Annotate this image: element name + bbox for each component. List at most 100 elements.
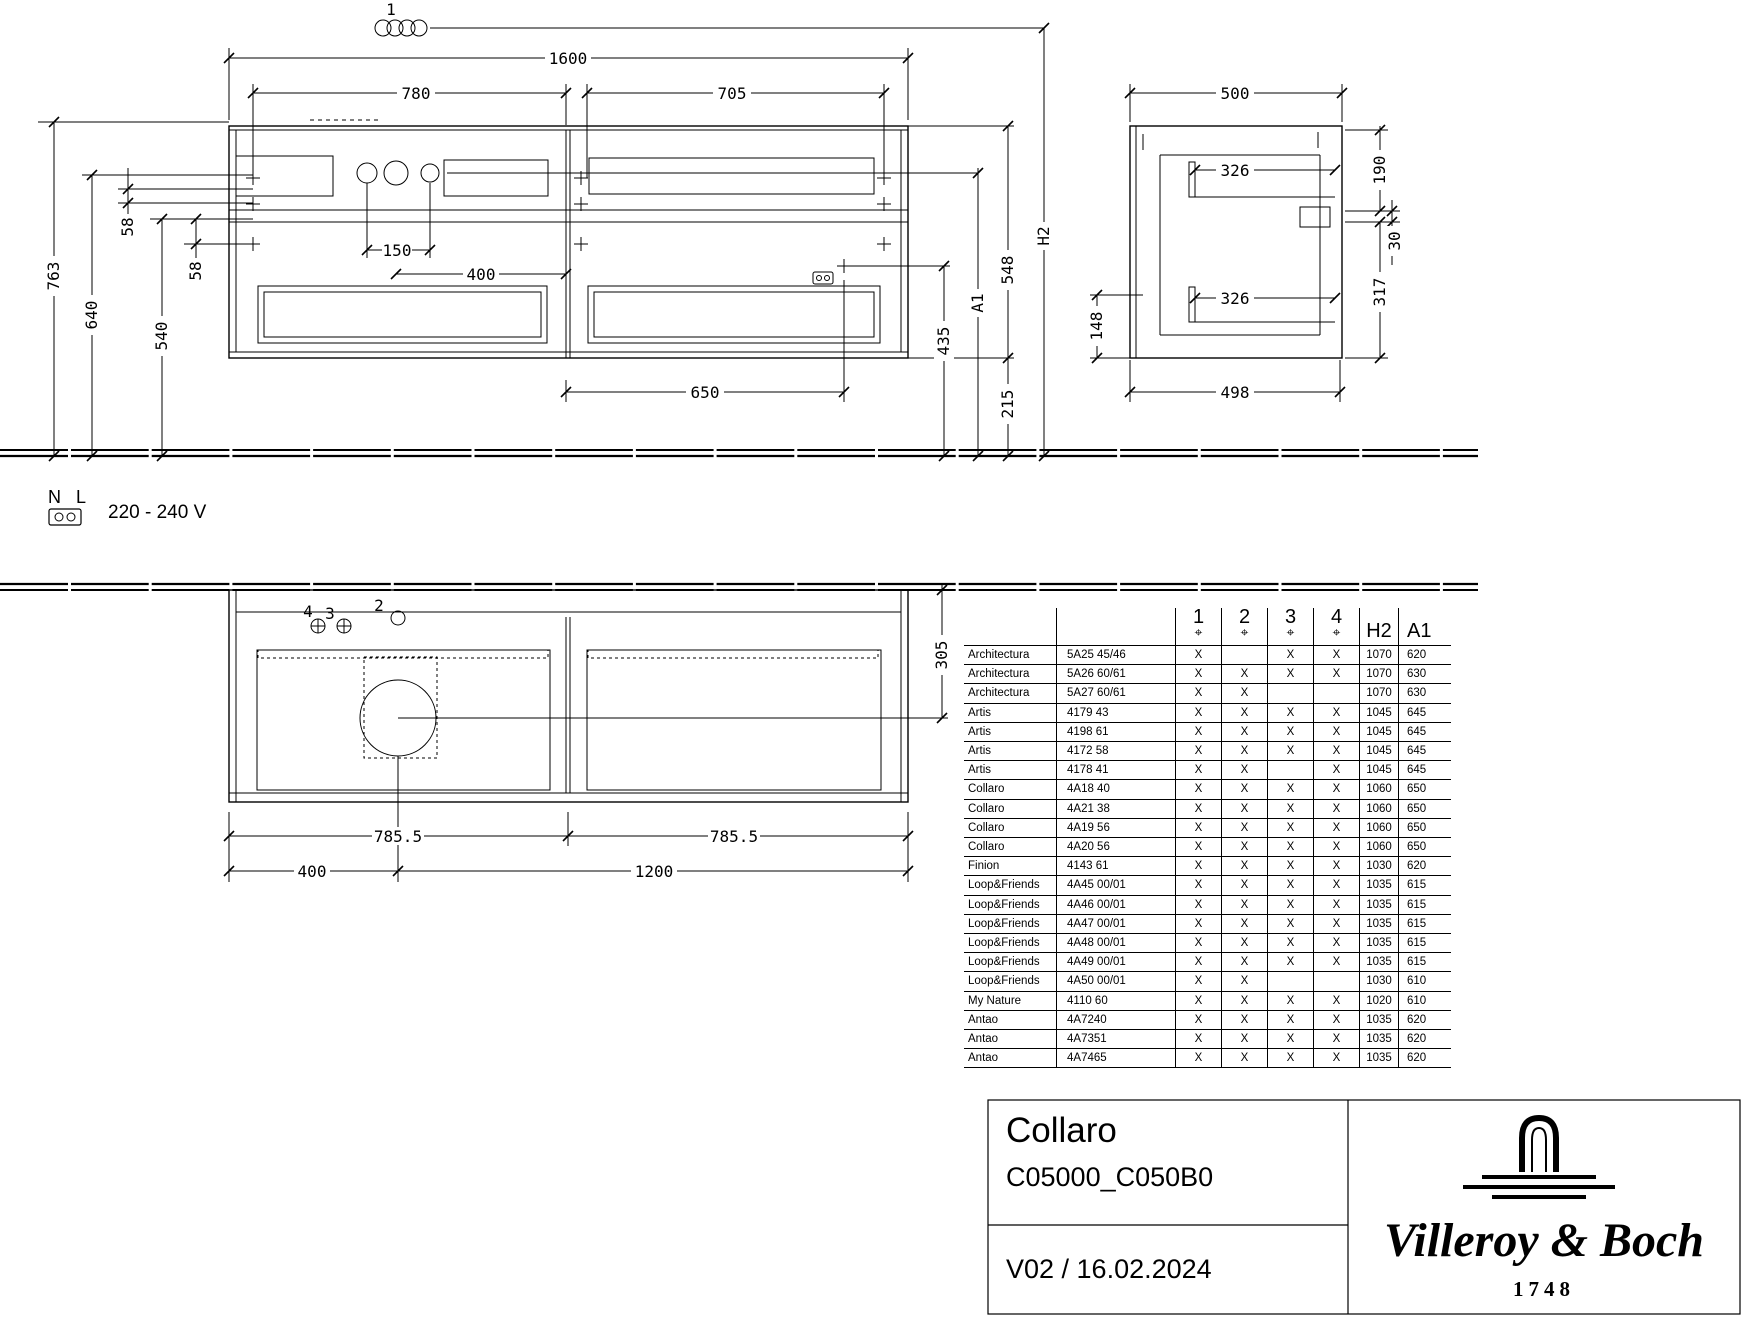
cell-col-2: X — [1221, 991, 1268, 1011]
dim-305: 305 — [932, 641, 951, 670]
cell-col-1: X — [1175, 645, 1222, 666]
cell-col-2: X — [1221, 856, 1268, 877]
table-header-row: 1⌖ 2⌖ 3⌖ 4⌖ H2 A1 — [964, 607, 1451, 646]
header-col-2: 2⌖ — [1221, 607, 1268, 646]
front-dim-ticks — [48, 22, 1050, 462]
cell-col-1: X — [1175, 1010, 1222, 1031]
cell-col-4: X — [1313, 914, 1360, 935]
dim-763: 763 — [44, 262, 63, 291]
cell-col-2: X — [1221, 779, 1268, 800]
cell-code: 4110 60 — [1056, 991, 1176, 1011]
product-name: Collaro — [1006, 1111, 1117, 1150]
cell-a1: 650 — [1398, 818, 1451, 839]
cell-col-4: X — [1313, 703, 1360, 723]
cell-a1: 645 — [1398, 703, 1451, 723]
cell-col-2: X — [1221, 875, 1268, 896]
cell-col-4: X — [1313, 933, 1360, 954]
cell-series: Finion — [964, 856, 1057, 877]
cell-col-4: X — [1313, 779, 1360, 800]
dim-1200: 1200 — [635, 862, 674, 881]
callout-3: 3 — [325, 604, 335, 623]
cell-code: 4A21 38 — [1056, 799, 1176, 819]
cell-series: Loop&Friends — [964, 971, 1057, 992]
cell-col-4: X — [1313, 799, 1360, 819]
header-col-3: 3⌖ — [1267, 607, 1314, 646]
cell-code: 4A7240 — [1056, 1010, 1176, 1031]
cell-col-2: X — [1221, 799, 1268, 819]
header-col-4: 4⌖ — [1313, 607, 1360, 646]
cell-a1: 620 — [1398, 1029, 1451, 1050]
cell-col-4: X — [1313, 895, 1360, 915]
cell-code: 4178 41 — [1056, 760, 1176, 781]
dim-640: 640 — [82, 301, 101, 330]
cell-h2: 1035 — [1359, 1010, 1399, 1031]
cell-a1: 630 — [1398, 664, 1451, 685]
dim-400: 400 — [467, 265, 496, 284]
cell-series: Artis — [964, 741, 1057, 762]
dim-785-left: 785.5 — [374, 827, 422, 846]
cell-col-2: X — [1221, 837, 1268, 858]
cell-code: 4A47 00/01 — [1056, 914, 1176, 935]
cell-col-4: X — [1313, 818, 1360, 839]
cell-h2: 1035 — [1359, 952, 1399, 973]
cell-a1: 645 — [1398, 760, 1451, 781]
cell-col-2: X — [1221, 1048, 1268, 1069]
cell-col-1: X — [1175, 799, 1222, 819]
top-callouts: 4 3 2 — [303, 596, 384, 623]
dim-500: 500 — [1221, 84, 1250, 103]
cell-a1: 615 — [1398, 952, 1451, 973]
cell-col-2: X — [1221, 760, 1268, 781]
cell-series: Collaro — [964, 818, 1057, 839]
dim-30: 30 — [1385, 231, 1404, 250]
cell-code: 5A26 60/61 — [1056, 664, 1176, 685]
cell-col-3 — [1267, 760, 1314, 781]
dim-58-lower: 58 — [186, 261, 205, 280]
cell-series: Loop&Friends — [964, 914, 1057, 935]
cell-col-1: X — [1175, 856, 1222, 877]
cell-col-3: X — [1267, 645, 1314, 666]
dim-498: 498 — [1221, 383, 1250, 402]
cell-col-3: X — [1267, 1029, 1314, 1050]
cell-col-3: X — [1267, 875, 1314, 896]
cell-a1: 615 — [1398, 895, 1451, 915]
cell-col-1: X — [1175, 664, 1222, 685]
cell-h2: 1030 — [1359, 971, 1399, 992]
dim-326-upper: 326 — [1221, 161, 1250, 180]
socket-icon — [48, 508, 82, 526]
cell-col-3: X — [1267, 837, 1314, 858]
cell-a1: 650 — [1398, 779, 1451, 800]
cell-col-1: X — [1175, 683, 1222, 704]
cell-col-3: X — [1267, 818, 1314, 839]
cell-col-4 — [1313, 683, 1360, 704]
cell-col-4 — [1313, 971, 1360, 992]
brand-year: 1748 — [1513, 1277, 1575, 1301]
cell-h2: 1035 — [1359, 933, 1399, 954]
brand-logo-icon — [1463, 1114, 1615, 1199]
cell-col-3: X — [1267, 991, 1314, 1011]
front-dim-labels: 1600 780 705 150 400 650 763 640 540 58 … — [44, 49, 1054, 424]
cell-col-3: X — [1267, 741, 1314, 762]
cell-col-3 — [1267, 971, 1314, 992]
cell-a1: 615 — [1398, 933, 1451, 954]
dim-148: 148 — [1087, 312, 1106, 341]
dim-317: 317 — [1370, 278, 1389, 307]
cell-a1: 620 — [1398, 645, 1451, 666]
voltage-label: 220 - 240 V — [108, 502, 207, 523]
cell-col-1: X — [1175, 933, 1222, 954]
dim-400-top: 400 — [298, 862, 327, 881]
cell-h2: 1060 — [1359, 818, 1399, 839]
cell-col-3: X — [1267, 914, 1314, 935]
side-dim-labels: 500 326 326 498 190 30 317 148 — [1087, 84, 1405, 402]
cell-a1: 620 — [1398, 1010, 1451, 1031]
floor-line-upper — [0, 449, 1478, 458]
